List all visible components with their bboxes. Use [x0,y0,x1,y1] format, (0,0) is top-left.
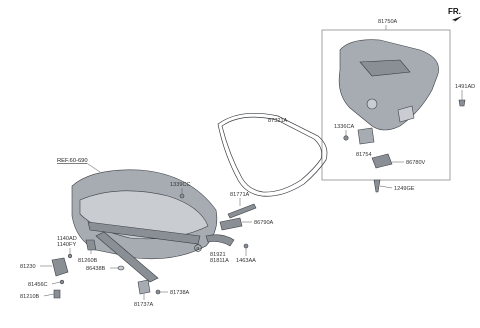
bolt-81456C [59,279,65,285]
label-81260B: 81260B [78,258,98,264]
callout-a-icon [194,244,202,252]
trunk-lid-trim-panel [338,39,439,131]
leader-reference [87,163,101,173]
trim-panel-handle-hole [366,98,378,110]
label-1249GE: 1249GE [394,186,415,192]
label-86780V: 86780V [406,160,426,166]
label-81230: 81230 [20,264,36,270]
handle-81754 [357,127,375,145]
label-81750A: 81750A [378,19,398,25]
label-81737A: 81737A [134,302,154,308]
bolt-81738A [155,289,161,295]
label-81771A: 81771A [230,192,250,198]
clip-1491AD [458,99,466,107]
label-81210B: 81210B [20,294,40,300]
bolt-1463AA [243,243,249,249]
garnish-86790A [219,217,243,231]
emblem-86780V [371,153,393,169]
callout-a-symbol: a [196,246,200,252]
reference-label: REF.60-690 [57,158,88,164]
label-86790A: 86790A [254,220,274,226]
weatherstrip-87321A [217,112,328,197]
hinge-81921 [205,234,235,247]
label-87321A: 87321A [268,118,288,124]
front-arrow-icon [452,16,462,24]
striker-81210B [53,289,61,299]
bolt-1140AD [67,253,73,259]
label-1336CA: 1336CA [334,124,354,130]
trunk-lid-frame-rail [87,221,201,245]
leader-81210B [43,293,55,297]
label-1339CC: 1339CC [170,182,191,188]
label-81811A: 81811A [210,258,229,264]
label-81921: 81921 [210,252,226,258]
label-1140AD: 1140AD [57,236,77,242]
weatherstrip-inner-edge [221,116,323,193]
leader-1249GE [379,185,393,189]
label-1140FY: 1140FY [57,242,76,248]
label-81738A: 81738A [170,290,190,296]
bolt-1249GE [373,179,381,193]
label-81754: 81754 [356,152,372,158]
front-direction-label: FR. [448,7,461,16]
latch-81230 [51,257,69,277]
lifter-81771A [227,203,257,219]
cap-86438B [117,265,125,271]
label-1463AA: 1463AA [236,258,256,264]
leader-81456C [51,281,61,285]
bracket-81260B [85,239,97,251]
label-81456C: 81456C [28,282,48,288]
trim-panel-opening [397,105,415,123]
label-86438B: 86438B [86,266,106,272]
bolt-1339CC [179,193,185,199]
screw-1336CA [343,135,349,141]
actuator-81737A [137,279,151,295]
trunk-lid-lower-frame [95,231,159,283]
label-1491AD: 1491AD [455,84,475,90]
trim-panel-recess [359,59,411,77]
